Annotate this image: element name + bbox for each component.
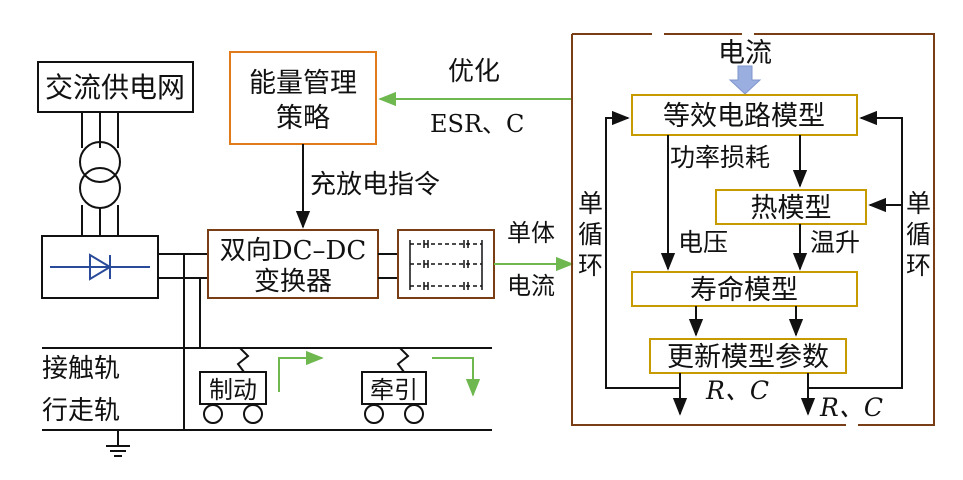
dc-bus-lines bbox=[158, 253, 208, 430]
svg-text:单: 单 bbox=[906, 189, 931, 218]
diode-icon bbox=[50, 253, 150, 281]
right-loop-label: 单 循 环 bbox=[906, 189, 931, 280]
command-label: 充放电指令 bbox=[310, 170, 440, 200]
energy-management-box: 能量管理 策略 bbox=[229, 51, 377, 145]
esr-c-label: ESR、C bbox=[430, 110, 524, 138]
model-panel-frame bbox=[571, 33, 935, 426]
transformer-icon bbox=[79, 141, 121, 209]
left-loop-label: 单 循 环 bbox=[578, 189, 603, 280]
traction-train: 牵引 bbox=[361, 347, 427, 424]
dcdc-label-line2: 变换器 bbox=[254, 267, 332, 297]
transformer-to-rectifier-lines bbox=[81, 205, 119, 236]
svg-text:循: 循 bbox=[906, 220, 931, 249]
life-to-update-arrows bbox=[688, 306, 804, 337]
supercapacitor-bank-box bbox=[397, 229, 495, 299]
cell-current-label-line1: 单体 bbox=[507, 219, 555, 247]
dcdc-to-cap-lines bbox=[378, 253, 398, 279]
traction-flow-arrow bbox=[432, 357, 481, 397]
ems-label-line2: 策略 bbox=[276, 103, 330, 134]
ac-grid-label: 交流供电网 bbox=[45, 71, 185, 104]
rc-output-left-label: R、C bbox=[705, 376, 769, 405]
svg-text:环: 环 bbox=[578, 251, 603, 280]
dcdc-label-line1: 双向DC–DC bbox=[220, 236, 366, 266]
ground-icon bbox=[106, 430, 130, 457]
update-params-box: 更新模型参数 bbox=[649, 338, 847, 374]
right-loop-arrow bbox=[807, 110, 903, 389]
svg-text:环: 环 bbox=[906, 251, 931, 280]
running-rail-label: 行走轨 bbox=[42, 396, 120, 426]
svg-text:循: 循 bbox=[578, 220, 603, 249]
equivalent-circuit-label: 等效电路模型 bbox=[663, 101, 825, 132]
braking-label: 制动 bbox=[209, 376, 257, 404]
life-model-label: 寿命模型 bbox=[690, 275, 798, 306]
power-loss-label: 功率损耗 bbox=[670, 143, 770, 172]
input-current-arrow bbox=[728, 65, 762, 95]
braking-train: 制动 bbox=[199, 347, 267, 424]
update-params-label: 更新模型参数 bbox=[667, 342, 829, 373]
cell-current-label-line2: 电流 bbox=[507, 272, 555, 300]
equivalent-circuit-box: 等效电路模型 bbox=[631, 94, 858, 136]
ac-grid-box: 交流供电网 bbox=[37, 61, 194, 113]
capacitor-array-icon bbox=[409, 240, 483, 290]
left-loop-arrow bbox=[605, 110, 681, 389]
svg-text:单: 单 bbox=[578, 189, 603, 218]
dcdc-converter-box: 双向DC–DC 变换器 bbox=[207, 229, 379, 299]
thermal-model-label: 热模型 bbox=[751, 193, 832, 224]
temperature-rise-label: 温升 bbox=[810, 228, 860, 257]
optimize-label: 优化 bbox=[448, 57, 500, 87]
contact-rail-label: 接触轨 bbox=[42, 354, 120, 384]
braking-flow-arrow bbox=[278, 350, 324, 392]
thermal-model-box: 热模型 bbox=[715, 189, 867, 225]
rc-output-right-label: R、C bbox=[819, 393, 883, 422]
traction-label: 牵引 bbox=[370, 376, 418, 404]
ems-label-line1: 能量管理 bbox=[249, 68, 357, 99]
input-current-label: 电流 bbox=[718, 38, 772, 69]
life-model-box: 寿命模型 bbox=[631, 271, 858, 307]
voltage-label: 电压 bbox=[678, 228, 728, 257]
rectifier-box bbox=[41, 235, 159, 299]
